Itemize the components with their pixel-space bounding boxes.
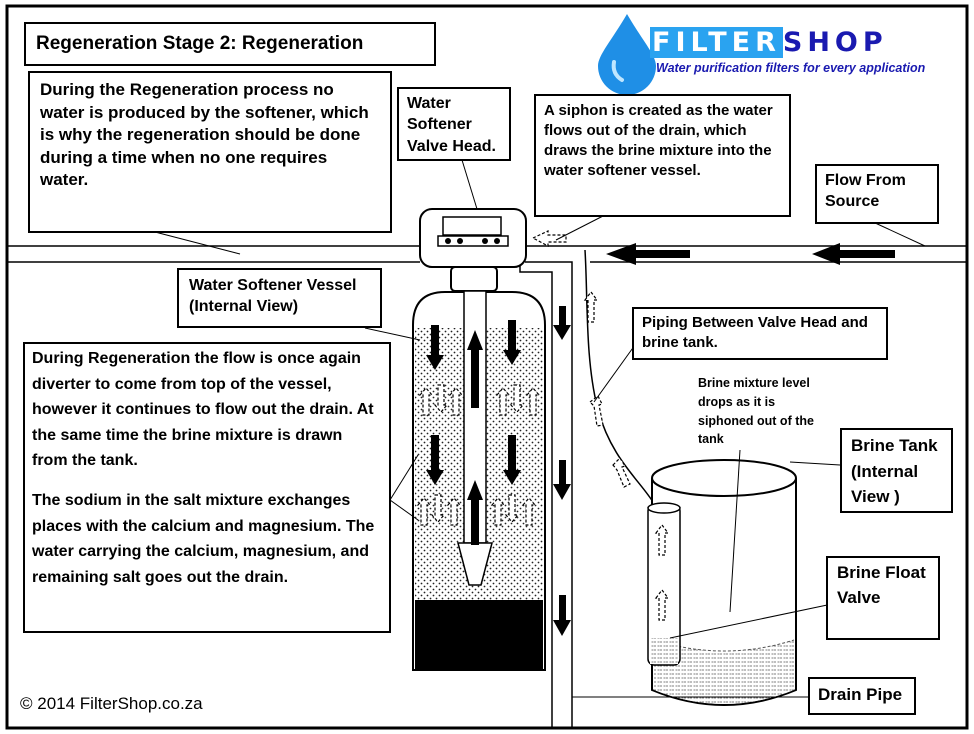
drain-pipe <box>519 261 573 728</box>
brine-tank-label: Brine Tank (Internal View ) <box>840 428 953 513</box>
water-drop-icon <box>598 14 656 95</box>
regen-note-box: During the Regeneration process no water… <box>28 71 392 233</box>
logo-name-filter: FILTER <box>650 27 783 58</box>
brine-tank-label-text: Brine Tank (Internal View ) <box>851 436 938 506</box>
drain-pipe-label: Drain Pipe <box>808 677 916 715</box>
main-pipe <box>8 245 966 263</box>
siphon-note-box: A siphon is created as the water flows o… <box>534 94 791 217</box>
regen-description-box: During Regeneration the flow is once aga… <box>23 342 391 633</box>
regen-description-paragraph-2: The sodium in the salt mixture exchanges… <box>32 491 375 586</box>
logo-name: FILTERSHOP <box>650 27 888 58</box>
regen-description-paragraph-1: During Regeneration the flow is once aga… <box>32 350 374 470</box>
softener-vessel <box>412 290 546 671</box>
siphon-note-text: A siphon is created as the water flows o… <box>544 102 773 179</box>
vessel-label: Water Softener Vessel (Internal View) <box>177 268 382 328</box>
piping-label: Piping Between Valve Head and brine tank… <box>632 307 888 360</box>
regen-note-text: During the Regeneration process no water… <box>40 80 369 190</box>
flow-source-label: Flow From Source <box>815 164 939 224</box>
brine-float-label: Brine Float Valve <box>826 556 940 640</box>
exchange-arrows <box>416 384 541 526</box>
drain-pipe-label-text: Drain Pipe <box>818 685 903 704</box>
drain-arrows <box>553 306 571 636</box>
flow-source-label-text: Flow From Source <box>825 172 906 211</box>
valve-head-label-text: Water Softener Valve Head. <box>407 95 496 155</box>
brine-float-label-text: Brine Float Valve <box>837 563 926 607</box>
siphon-arrow <box>531 230 567 247</box>
copyright-text: © 2014 FilterShop.co.za <box>20 694 203 713</box>
page-title: Regeneration Stage 2: Regeneration <box>24 22 436 66</box>
callout-lines <box>154 159 926 698</box>
vessel-label-text: Water Softener Vessel (Internal View) <box>189 277 357 316</box>
valve-head <box>419 208 527 292</box>
brine-level-note: Brine mixture level drops as it is sipho… <box>698 374 826 449</box>
logo-name-shop: SHOP <box>782 27 888 58</box>
flow-arrow-2 <box>812 243 895 265</box>
frame-border <box>5 4 969 730</box>
logo-tagline: Water purification filters for every app… <box>656 61 926 75</box>
brine-tank <box>647 459 797 706</box>
page-title-text: Regeneration Stage 2: Regeneration <box>36 33 364 54</box>
flow-arrow-1 <box>606 243 690 265</box>
piping-label-text: Piping Between Valve Head and brine tank… <box>642 314 868 351</box>
brine-level-note-text: Brine mixture level drops as it is sipho… <box>698 376 814 447</box>
copyright: © 2014 FilterShop.co.za <box>20 694 203 714</box>
valve-head-label: Water Softener Valve Head. <box>397 87 511 161</box>
